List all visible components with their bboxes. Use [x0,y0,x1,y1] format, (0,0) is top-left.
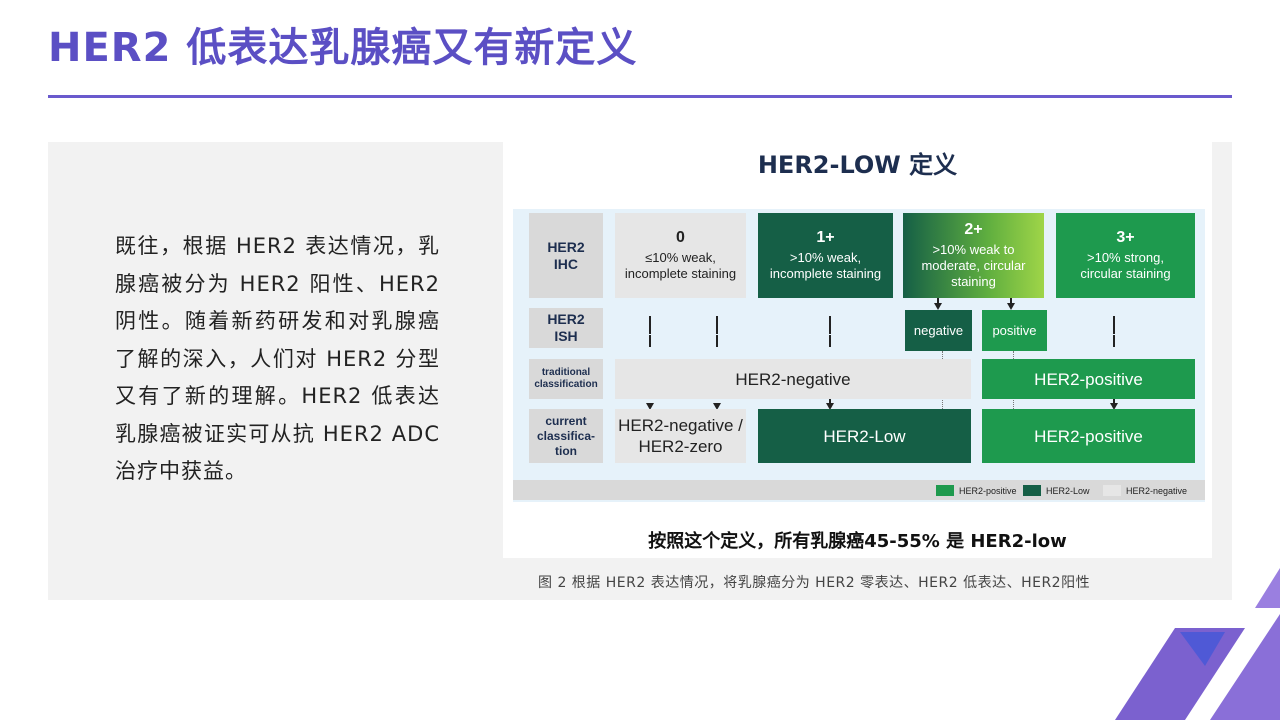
legend-item-positive: HER2-positive [936,485,1017,496]
classification-grid: HER2 IHC HER2 ISH traditional classifica… [513,209,1205,502]
connector-dash [829,316,831,334]
ihc-score: 1+ [816,229,835,246]
connector-dash [1010,298,1012,304]
deco-shape [1255,568,1280,608]
ihc-desc: >10% weak to moderate, circular staining [921,242,1026,289]
figure-title: HER2-LOW 定义 [757,151,958,179]
arrow-down-icon [1110,403,1118,410]
arrow-down-icon [826,403,834,410]
ihc-desc: >10% strong, circular staining [1080,250,1171,281]
ihc-cell-1plus: 1+ >10% weak, incomplete staining [758,213,893,298]
legend-swatch [936,485,954,496]
arrow-down-icon [1007,303,1015,310]
her2-low-figure: HER2-LOW 定义 HER2 IHC HER2 ISH traditiona… [503,142,1212,558]
current-her2-zero: HER2-negative / HER2-zero [615,409,746,463]
body-paragraph: 既往，根据 HER2 表达情况，乳腺癌被分为 HER2 阳性、HER2 阴性。随… [115,234,440,483]
figure-legend: HER2-positive HER2-Low HER2-negative [513,480,1205,500]
connector-dash [649,316,651,334]
legend-label: HER2-positive [959,485,1017,496]
figure-footnote: 按照这个定义，所有乳腺癌45-55% 是 HER2-low [648,531,1067,552]
ihc-cell-3plus: 3+ >10% strong, circular staining [1056,213,1195,298]
figure-caption: 图 2 根据 HER2 表达情况，将乳腺癌分为 HER2 零表达、HER2 低表… [538,575,1091,591]
connector-dash [937,298,939,304]
ihc-score: 3+ [1116,229,1135,246]
deco-shape [1210,614,1280,720]
row-header-ish: HER2 ISH [529,308,603,348]
ihc-score: 0 [676,229,685,246]
connector-dash [829,399,831,405]
connector-dash [716,316,718,334]
title-divider [48,95,1232,98]
row-header-ihc: HER2 IHC [529,213,603,298]
connector-dash [716,335,718,347]
row-header-traditional: traditional classification [529,359,603,399]
ihc-score: 2+ [964,221,983,238]
ihc-cell-2plus: 2+ >10% weak to moderate, circular stain… [903,213,1044,298]
legend-item-negative: HER2-negative [1103,485,1187,496]
ihc-cell-0: 0 ≤10% weak, incomplete staining [615,213,746,298]
connector-dash [829,335,831,347]
connector-dash [1113,399,1115,405]
deco-shape [1180,632,1225,666]
connector-dash [649,335,651,347]
connector-dash [1113,335,1115,347]
ish-negative: negative [905,310,972,351]
ish-positive: positive [982,310,1047,351]
corner-decoration [1115,568,1280,720]
current-her2-low: HER2-Low [758,409,971,463]
ihc-desc: >10% weak, incomplete staining [769,250,882,281]
legend-item-low: HER2-Low [1023,485,1090,496]
row-header-current: current classifica- tion [529,409,603,463]
ihc-desc: ≤10% weak, incomplete staining [624,250,737,281]
traditional-her2-negative: HER2-negative [615,359,971,399]
arrow-down-icon [713,403,721,410]
arrow-down-icon [646,403,654,410]
connector-dash [1113,316,1115,334]
traditional-her2-positive: HER2-positive [982,359,1195,399]
current-her2-positive: HER2-positive [982,409,1195,463]
legend-label: HER2-Low [1046,485,1090,496]
legend-label: HER2-negative [1126,485,1188,496]
arrow-down-icon [934,303,942,310]
legend-swatch [1023,485,1041,496]
page-title: HER2 低表达乳腺癌又有新定义 [48,25,638,71]
legend-swatch [1103,485,1121,496]
